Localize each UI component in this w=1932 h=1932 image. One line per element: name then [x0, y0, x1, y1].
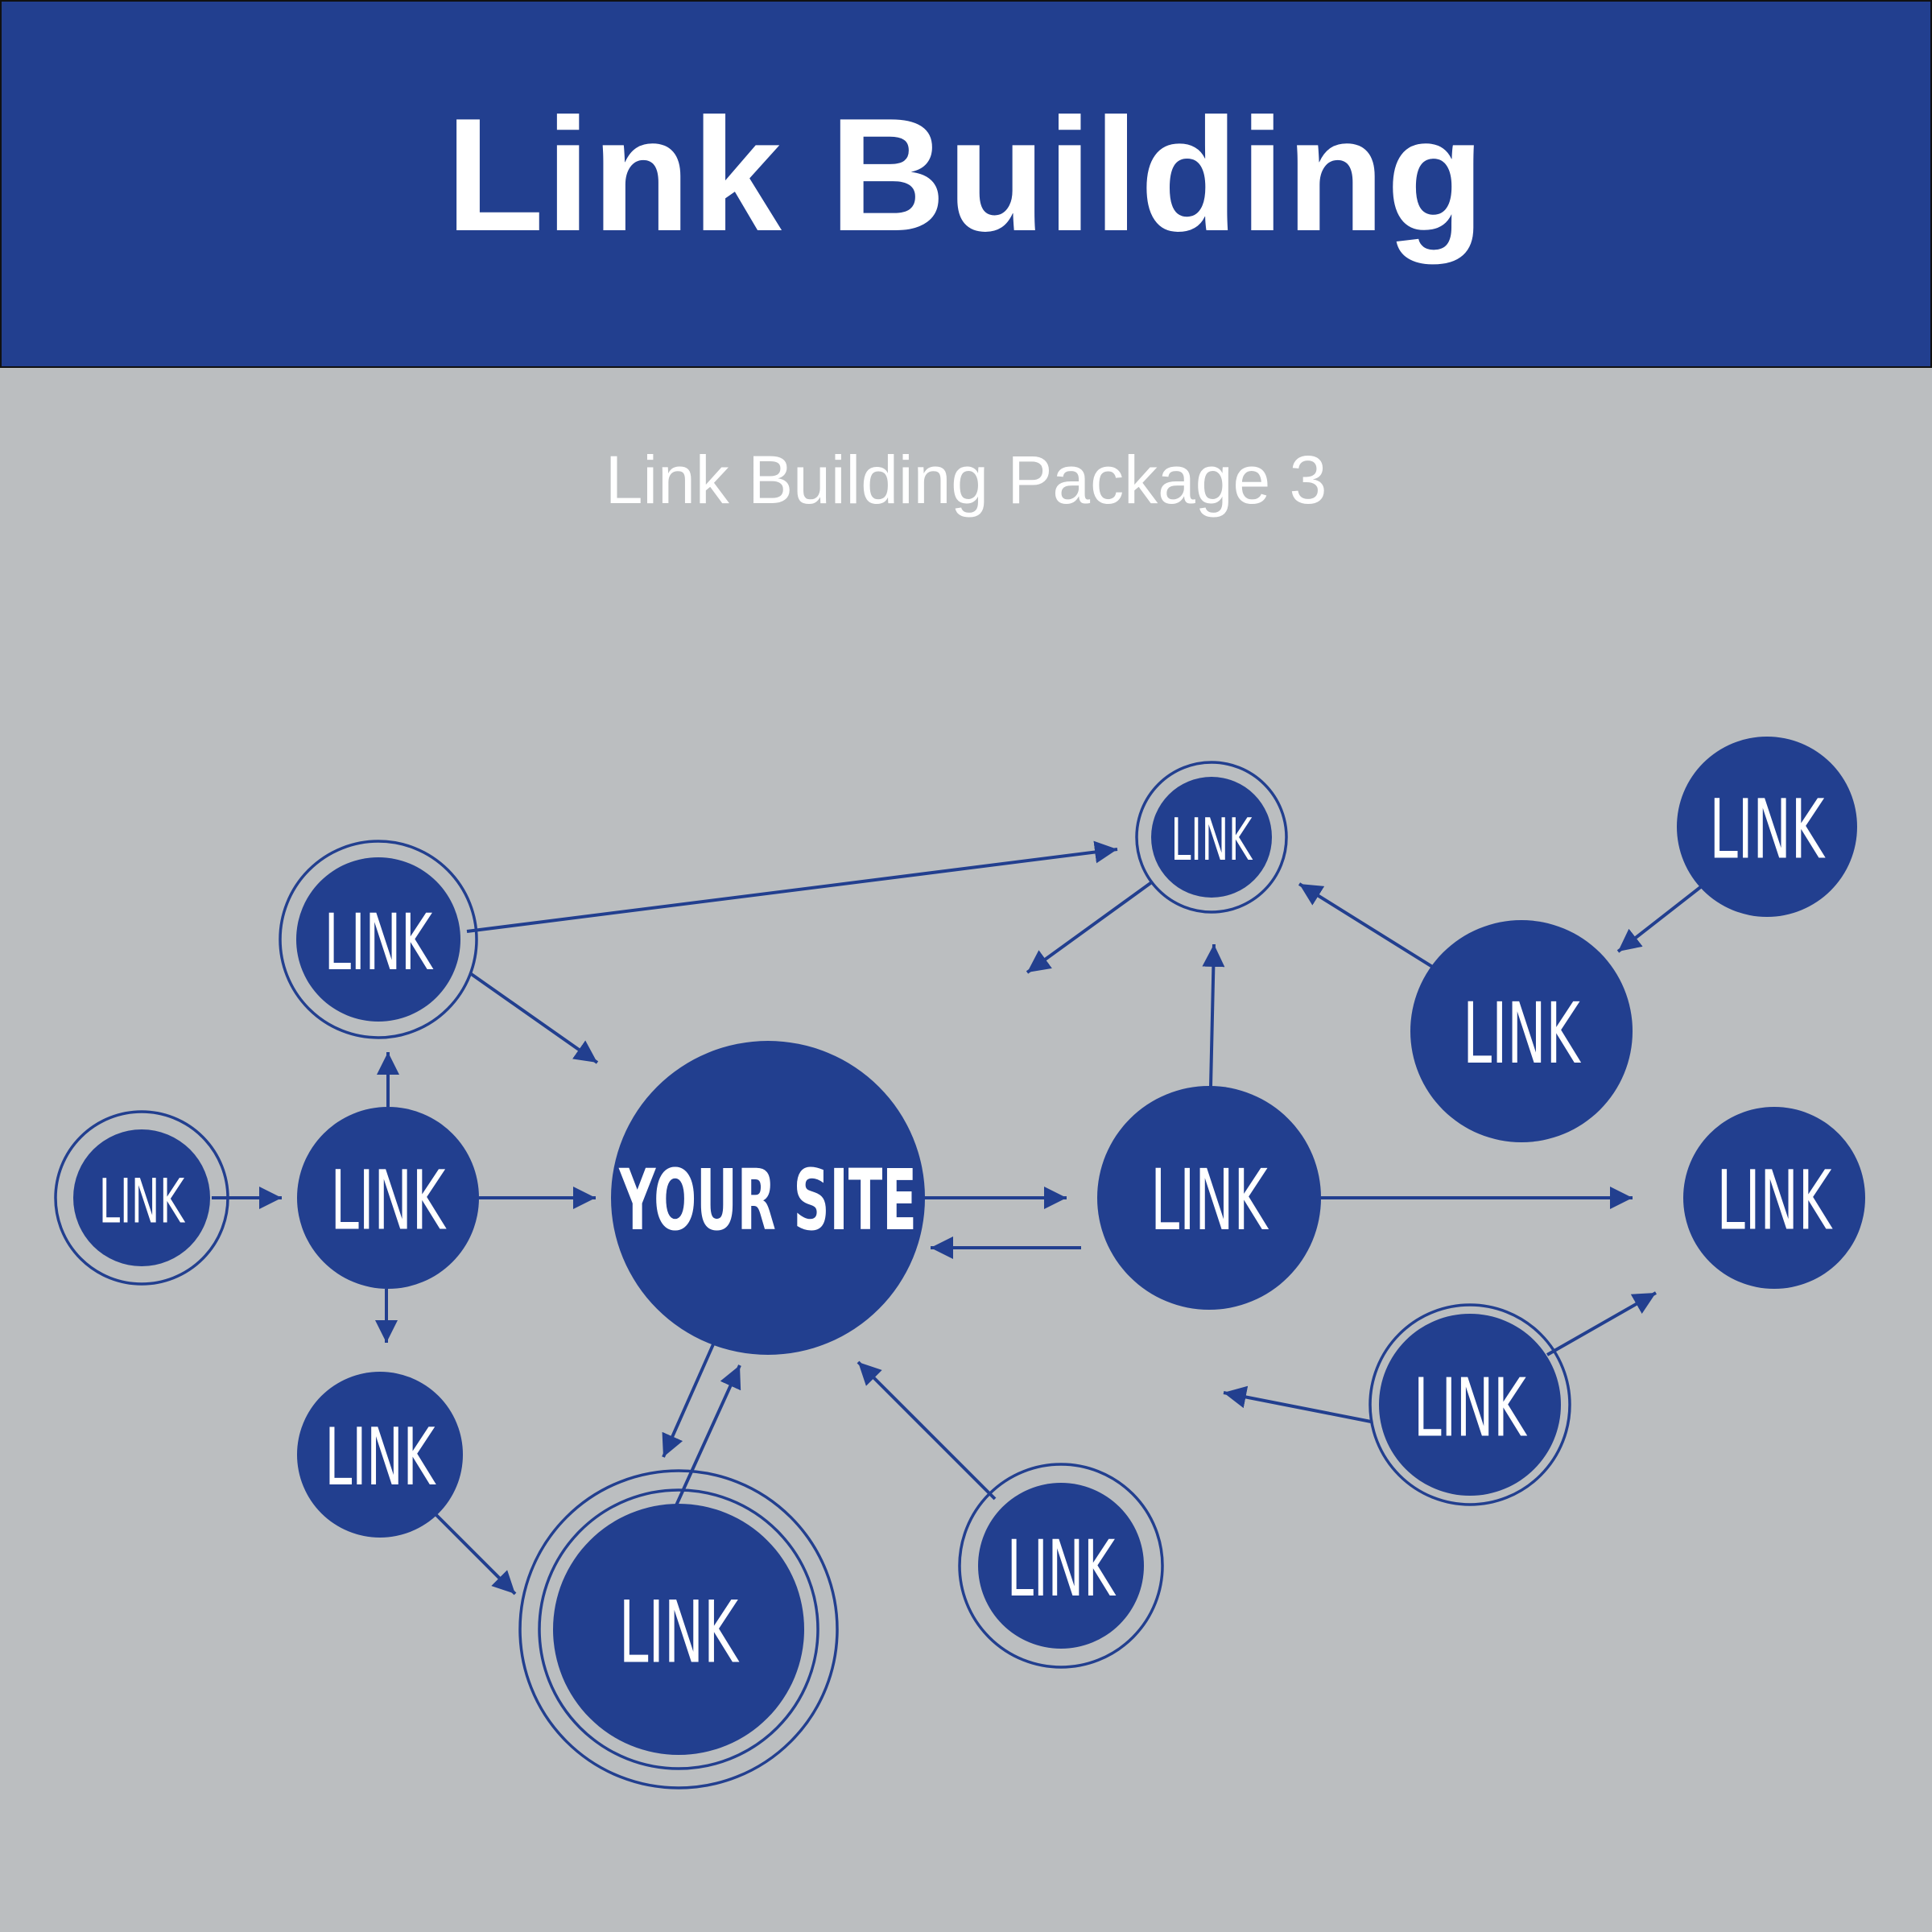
edge-arrow-19	[1223, 1385, 1372, 1423]
node-link-top-mid-ring-1	[1135, 761, 1288, 914]
edge-arrow-13	[857, 1360, 997, 1501]
node-link-top-mid: LINK	[1135, 761, 1288, 914]
node-link-right-upper-label: LINK	[1463, 986, 1581, 1083]
edge-arrow-16	[1202, 943, 1225, 1088]
node-link-right-circle	[1097, 1086, 1321, 1310]
node-link-bottom-right-ring-1	[1368, 1303, 1571, 1506]
node-link-right-upper: LINK	[1410, 920, 1633, 1142]
node-link-bottom-big-label: LINK	[619, 1583, 740, 1682]
node-link-right-label: LINK	[1150, 1153, 1269, 1249]
node-link-far-right-label: LINK	[1717, 1154, 1833, 1249]
node-link-right-upper-circle	[1410, 920, 1633, 1142]
node-link-left-circle	[297, 1107, 479, 1289]
node-link-bottom-left-label: LINK	[324, 1412, 436, 1504]
node-link-bottom-left: LINK	[297, 1372, 463, 1538]
edge-arrow-18	[1546, 1291, 1657, 1356]
node-link-bottom-mid-ring-1	[958, 1463, 1164, 1669]
page-title: Link Building	[445, 85, 1487, 265]
node-link-left-label: LINK	[331, 1154, 447, 1249]
node-link-bottom-left-circle	[297, 1372, 463, 1538]
node-link-far-right: LINK	[1683, 1107, 1865, 1289]
node-link-right: LINK	[1097, 1086, 1321, 1310]
node-link-left: LINK	[297, 1107, 479, 1289]
node-link-bottom-big: LINK	[518, 1469, 839, 1790]
edge-arrow-11	[662, 1344, 715, 1458]
your-site-node-circle	[611, 1041, 925, 1355]
your-site-node-label: YOUR SITE	[618, 1152, 916, 1249]
node-link-bottom-right: LINK	[1368, 1303, 1571, 1506]
edge-arrow-1	[466, 840, 1118, 933]
node-link-bottom-mid: LINK	[958, 1463, 1164, 1669]
edge-arrow-4	[1298, 882, 1435, 969]
node-link-bottom-right-circle	[1379, 1314, 1561, 1496]
node-link-far-left: LINK	[54, 1110, 229, 1286]
nodes-group: YOUR SITE LINK LINK LINK LINK LINK LINK LINK LIN…	[54, 737, 1865, 1790]
node-link-far-right-circle	[1683, 1107, 1865, 1289]
node-link-bottom-big-ring-2	[518, 1469, 839, 1790]
node-link-far-left-label: LINK	[99, 1166, 185, 1237]
node-link-top-right-label: LINK	[1710, 782, 1826, 878]
edges-group	[212, 840, 1704, 1596]
node-link-top-left: LINK	[279, 840, 478, 1039]
your-site-node: YOUR SITE	[611, 1041, 925, 1355]
node-link-top-mid-circle	[1151, 777, 1272, 898]
node-link-bottom-mid-circle	[978, 1483, 1144, 1649]
node-link-top-left-ring-1	[279, 840, 478, 1039]
node-link-bottom-big-circle	[553, 1504, 804, 1755]
edge-arrow-12	[675, 1364, 741, 1506]
package-subtitle: Link Building Package 3	[605, 442, 1327, 518]
node-link-top-right: LINK	[1677, 737, 1857, 917]
node-link-bottom-big-ring-1	[538, 1488, 819, 1770]
node-link-top-mid-label: LINK	[1171, 807, 1253, 874]
node-link-top-left-label: LINK	[324, 898, 434, 988]
edge-arrow-10	[435, 1513, 517, 1596]
node-link-far-left-circle	[73, 1129, 210, 1266]
node-link-top-left-circle	[296, 857, 460, 1022]
node-link-top-right-circle	[1677, 737, 1857, 917]
node-link-bottom-right-label: LINK	[1414, 1361, 1528, 1455]
edge-arrow-3	[1026, 880, 1154, 974]
edge-arrow-2	[469, 972, 599, 1064]
node-link-far-left-ring-1	[54, 1110, 229, 1286]
node-link-bottom-mid-label: LINK	[1007, 1524, 1117, 1614]
edge-arrow-5	[1616, 884, 1704, 953]
header-banner: Link Building	[0, 0, 1932, 368]
